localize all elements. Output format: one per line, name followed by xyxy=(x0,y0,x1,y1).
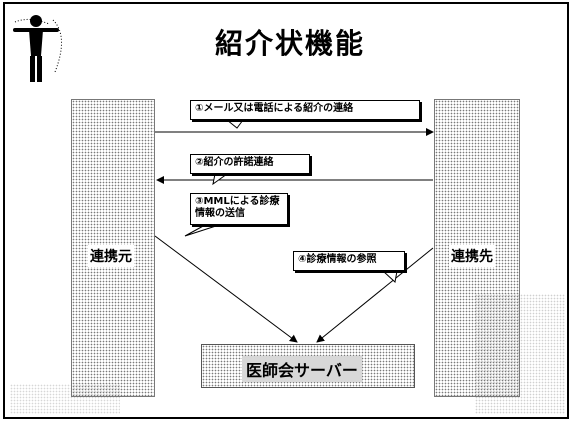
server-node: 医師会サーバー xyxy=(201,344,415,388)
destination-node: 連携先 xyxy=(434,99,520,397)
callout-tail xyxy=(212,173,228,186)
destination-node-label: 連携先 xyxy=(449,245,495,267)
callout-tail xyxy=(184,224,220,237)
callout-tail xyxy=(382,270,398,283)
callout-view-info: ④診療情報の参照 xyxy=(293,251,405,271)
source-node-label: 連携元 xyxy=(88,245,134,267)
callout-consent-contact: ②紹介の許諾連絡 xyxy=(190,154,310,174)
human-figure-icon xyxy=(13,15,62,82)
callout-tail xyxy=(226,119,244,129)
server-node-label: 医師会サーバー xyxy=(242,356,362,382)
source-node: 連携元 xyxy=(71,99,155,397)
slide: 紹介状機能 連携元 連携先 医師会サーバー ①メール又は電話による紹介の連絡 ②… xyxy=(3,2,569,419)
callout-referral-contact: ①メール又は電話による紹介の連絡 xyxy=(190,100,420,120)
page-title: 紹介状機能 xyxy=(215,27,366,60)
callout-send-info: ③MMLによる診療情報の送信 xyxy=(190,193,288,225)
arrow-send-info xyxy=(154,235,298,343)
